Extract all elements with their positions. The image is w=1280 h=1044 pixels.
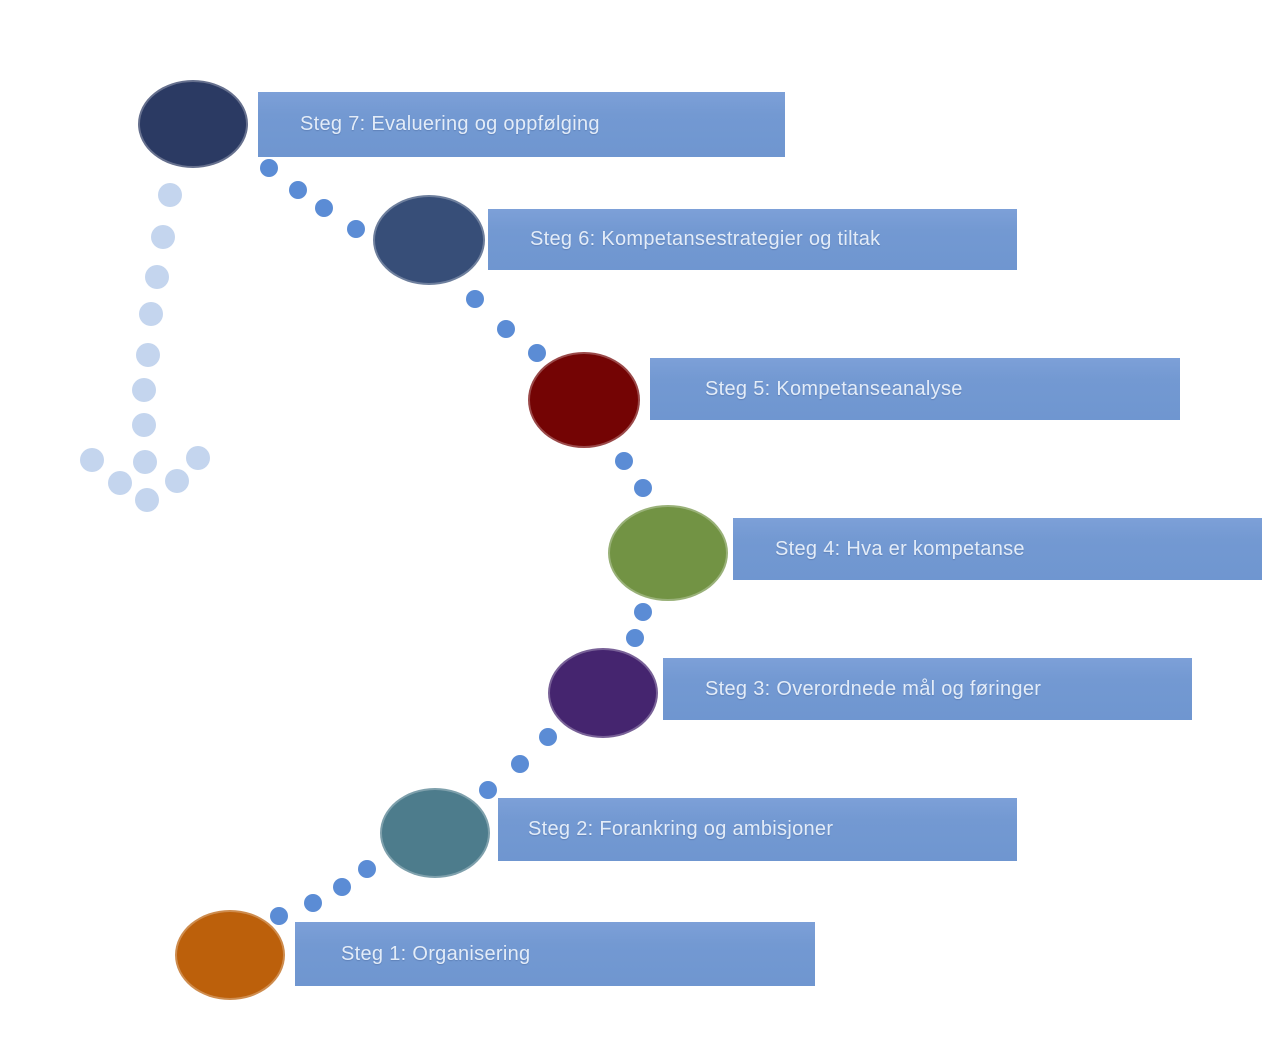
- step-6-label: Steg 6: Kompetansestrategier og tiltak: [530, 228, 881, 250]
- step-7-label: Steg 7: Evaluering og oppfølging: [300, 113, 600, 135]
- connector-dot: [615, 452, 633, 470]
- arrow-dot: [186, 446, 210, 470]
- connector-dot: [497, 320, 515, 338]
- step-5-label: Steg 5: Kompetanseanalyse: [705, 377, 963, 400]
- step-2-circle: [380, 788, 490, 878]
- step-1-circle: [175, 910, 285, 1000]
- connector-dot: [270, 907, 288, 925]
- connector-dot: [634, 603, 652, 621]
- connector-dot: [511, 755, 529, 773]
- connector-dot: [539, 728, 557, 746]
- arrow-dot: [139, 302, 163, 326]
- connector-dot: [333, 878, 351, 896]
- arrow-dot: [108, 471, 132, 495]
- step-5-bar: Steg 5: Kompetanseanalyse: [650, 358, 1180, 420]
- step-3-label: Steg 3: Overordnede mål og føringer: [705, 677, 1042, 700]
- arrow-dot: [158, 183, 182, 207]
- step-1-bar: Steg 1: Organisering: [295, 922, 815, 986]
- connector-dot: [289, 181, 307, 199]
- step-6-bar: Steg 6: Kompetansestrategier og tiltak: [488, 209, 1017, 270]
- step-2-bar: Steg 2: Forankring og ambisjoner: [498, 798, 1017, 861]
- step-4-label: Steg 4: Hva er kompetanse: [775, 537, 1025, 560]
- arrow-dot: [132, 413, 156, 437]
- arrow-dot: [135, 488, 159, 512]
- connector-dot: [634, 479, 652, 497]
- connector-dot: [626, 629, 644, 647]
- arrow-dot: [145, 265, 169, 289]
- step-6-circle: [373, 195, 485, 285]
- arrow-dot: [165, 469, 189, 493]
- step-1-label: Steg 1: Organisering: [341, 942, 531, 965]
- step-3-circle: [548, 648, 658, 738]
- connector-dot: [466, 290, 484, 308]
- arrow-dot: [132, 378, 156, 402]
- step-5-circle: [528, 352, 640, 448]
- step-4-bar: Steg 4: Hva er kompetanse: [733, 518, 1262, 580]
- arrow-dot: [80, 448, 104, 472]
- connector-dot: [260, 159, 278, 177]
- step-4-circle: [608, 505, 728, 601]
- step-7-circle: [138, 80, 248, 168]
- arrow-dot: [136, 343, 160, 367]
- connector-dot: [358, 860, 376, 878]
- connector-dot: [315, 199, 333, 217]
- connector-dot: [304, 894, 322, 912]
- connector-dot: [479, 781, 497, 799]
- connector-dot: [528, 344, 546, 362]
- connector-dot: [347, 220, 365, 238]
- step-2-label: Steg 2: Forankring og ambisjoner: [528, 818, 834, 840]
- step-3-bar: Steg 3: Overordnede mål og føringer: [663, 658, 1192, 720]
- arrow-dot: [133, 450, 157, 474]
- step-7-bar: Steg 7: Evaluering og oppfølging: [258, 92, 785, 157]
- arrow-dot: [151, 225, 175, 249]
